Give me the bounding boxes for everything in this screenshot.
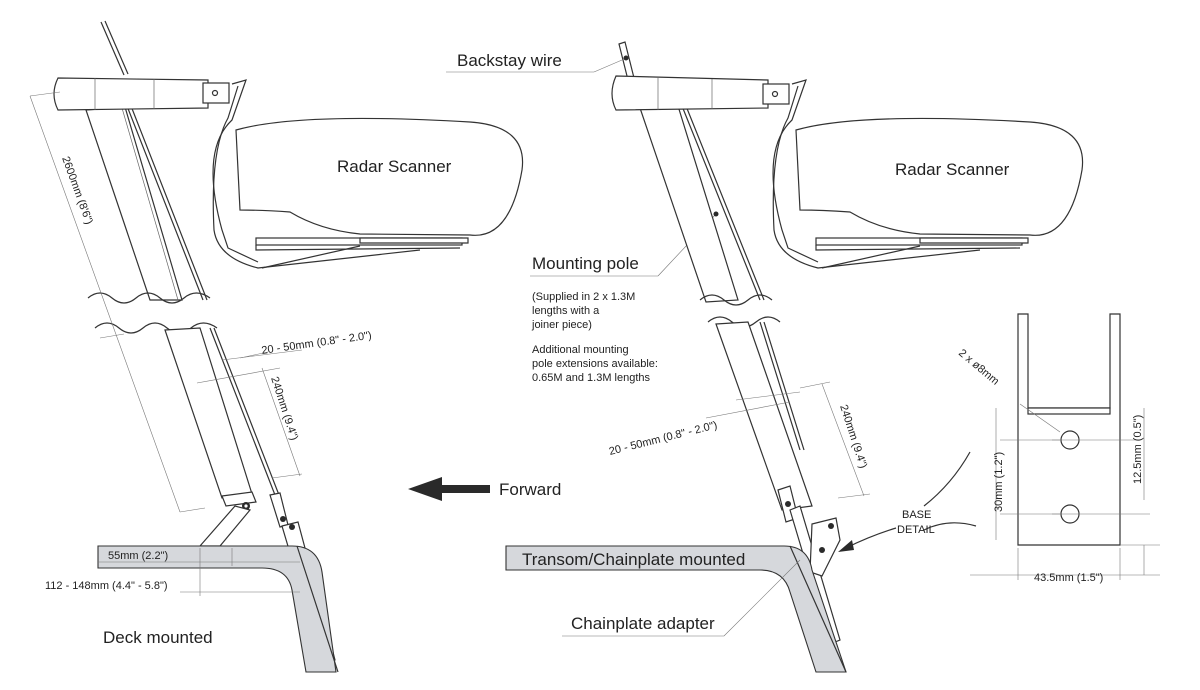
label-radar-scanner-left: Radar Scanner (337, 157, 452, 176)
label-backstay-wire: Backstay wire (457, 51, 562, 70)
label-transom-mounted: Transom/Chainplate mounted (522, 550, 745, 569)
backstay-wire-left (100, 21, 125, 76)
mounting-pole-upper-left (85, 106, 183, 301)
deck-mounted-assembly (53, 20, 524, 673)
break-line-left-top (87, 292, 211, 304)
radar-scanner-left (235, 117, 524, 236)
base-plate (1017, 313, 1121, 546)
dim-base-width: 43.5mm (1.5") (1034, 572, 1103, 584)
break-line-right-top (699, 294, 773, 306)
label-forward: Forward (499, 480, 561, 499)
note-supplied-3: joiner piece) (531, 319, 592, 331)
pole-handle-right (611, 75, 769, 111)
pole-handle-left (53, 77, 209, 111)
label-base-1: BASE (902, 509, 931, 521)
radar-scanner-right (795, 117, 1084, 236)
base-detail: BASE DETAIL 2 x ø8mm 30mm (1.2") 12.5mm … (838, 313, 1160, 584)
dim-holes: 2 x ø8mm (956, 347, 1001, 388)
dim-foot-width: 55mm (2.2") (108, 550, 168, 562)
backstay-wire-right (618, 41, 635, 81)
base-detail-pointer-arrow (838, 540, 854, 552)
mounting-pole-lower-right (715, 321, 813, 511)
label-mounting-pole: Mounting pole (532, 254, 639, 273)
note-extensions-2: pole extensions available: (532, 358, 658, 370)
mounting-pole-lower-left (164, 327, 253, 499)
transom-surface (505, 545, 847, 673)
chainplate-adapter-part (809, 517, 841, 577)
forward-arrow: Forward (408, 477, 561, 501)
radar-mount-tab-left (202, 82, 230, 104)
label-radar-scanner-right: Radar Scanner (895, 160, 1010, 179)
dim-bracket-left: 240mm (9.4") (268, 375, 300, 442)
note-supplied-2: lengths with a (532, 305, 600, 317)
transom-mounted-assembly: Backstay wire (446, 41, 1084, 673)
dim-pole-length: 2600mm (8'6") (59, 155, 95, 226)
deck-surface (97, 545, 337, 673)
label-base-2: DETAIL (897, 524, 935, 536)
support-arm-left (212, 79, 259, 263)
base-detail-callout-upper (923, 451, 971, 507)
deck-bracket (198, 505, 252, 547)
label-deck-mounted: Deck mounted (103, 628, 213, 647)
note-extensions-1: Additional mounting (532, 344, 629, 356)
label-chainplate-adapter: Chainplate adapter (571, 614, 715, 633)
support-arm-right (772, 79, 819, 263)
dim-hole-edge: 12.5mm (0.5") (1132, 415, 1144, 484)
forward-arrow-icon (408, 477, 490, 501)
dim-gap-right: 20 - 50mm (0.8" - 2.0") (608, 419, 719, 458)
dim-hole-spacing: 30mm (1.2") (993, 452, 1005, 512)
note-extensions-3: 0.65M and 1.3M lengths (532, 372, 651, 384)
radar-mount-tab-right (762, 83, 790, 105)
break-line-left-bottom (94, 322, 218, 334)
mounting-pole-upper-right (639, 105, 739, 303)
dim-gap-left: 20 - 50mm (0.8" - 2.0") (261, 330, 373, 357)
dim-deck-offset: 112 - 148mm (4.4" - 5.8") (45, 580, 168, 592)
center-notes: Mounting pole (Supplied in 2 x 1.3M leng… (530, 213, 717, 384)
right-dimensions: 20 - 50mm (0.8" - 2.0") 240mm (9.4") (608, 381, 871, 499)
note-supplied-1: (Supplied in 2 x 1.3M (532, 291, 635, 303)
